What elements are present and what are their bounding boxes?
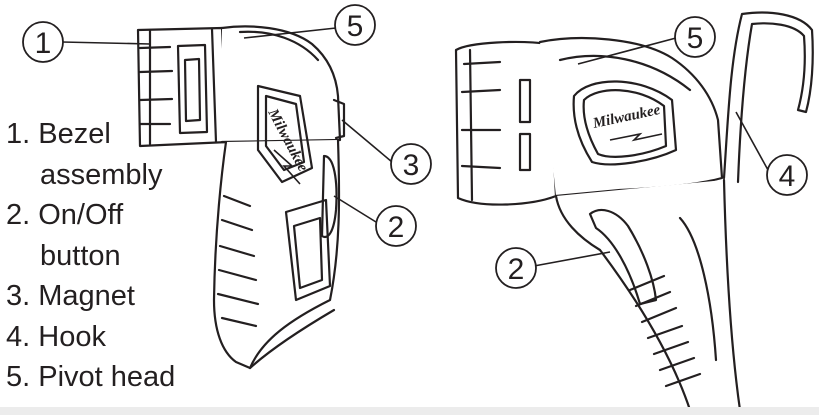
callout-left-3: 3 xyxy=(390,143,432,185)
svg-text:3: 3 xyxy=(403,149,420,182)
legend-item-3: 3. Magnet xyxy=(6,276,175,317)
right-hook xyxy=(722,11,814,184)
callout-right-4: 4 xyxy=(766,154,808,196)
legend-item-2-continued: button xyxy=(6,236,175,277)
left-flashlight xyxy=(136,25,346,370)
legend-label: On/Off xyxy=(38,199,124,231)
parts-legend: 1. Bezel assembly 2. On/Off button 3. Ma… xyxy=(6,114,175,398)
callout-left-5: 5 xyxy=(334,4,376,46)
legend-label: Bezel xyxy=(38,118,111,150)
right-leaders xyxy=(533,37,769,267)
legend-num: 4. xyxy=(6,320,31,353)
legend-item-1: 1. Bezel xyxy=(6,114,175,155)
svg-text:2: 2 xyxy=(388,211,405,244)
svg-text:4: 4 xyxy=(779,160,796,193)
callout-right-5: 5 xyxy=(674,16,716,58)
right-flashlight xyxy=(454,11,814,412)
callout-left-1: 1 xyxy=(22,21,64,63)
left-leaders xyxy=(61,27,393,223)
bottom-rule xyxy=(0,407,819,415)
legend-num: 3. xyxy=(6,280,31,312)
legend-label: button xyxy=(40,239,121,272)
callout-right-2: 2 xyxy=(495,247,537,289)
left-pivot-head xyxy=(220,25,342,144)
legend-item-5: 5. Pivot head xyxy=(6,357,175,398)
svg-text:2: 2 xyxy=(508,253,525,286)
callout-left-2: 2 xyxy=(375,205,417,247)
svg-text:5: 5 xyxy=(347,10,364,43)
svg-text:5: 5 xyxy=(687,22,704,55)
legend-item-2: 2. On/Off xyxy=(6,195,175,236)
legend-label: Hook xyxy=(38,320,106,353)
legend-num: 2. xyxy=(6,199,31,231)
svg-text:1: 1 xyxy=(35,27,52,60)
legend-num: 1. xyxy=(6,118,31,150)
legend-num: 5. xyxy=(6,361,31,393)
legend-label: Pivot head xyxy=(38,361,176,393)
legend-label: assembly xyxy=(40,158,163,191)
left-magnet xyxy=(332,98,346,140)
legend-item-1-continued: assembly xyxy=(6,155,175,196)
legend-item-4: 4. Hook xyxy=(6,317,175,358)
right-body xyxy=(554,178,742,412)
legend-label: Magnet xyxy=(38,280,135,312)
left-onoff-button xyxy=(320,154,338,239)
